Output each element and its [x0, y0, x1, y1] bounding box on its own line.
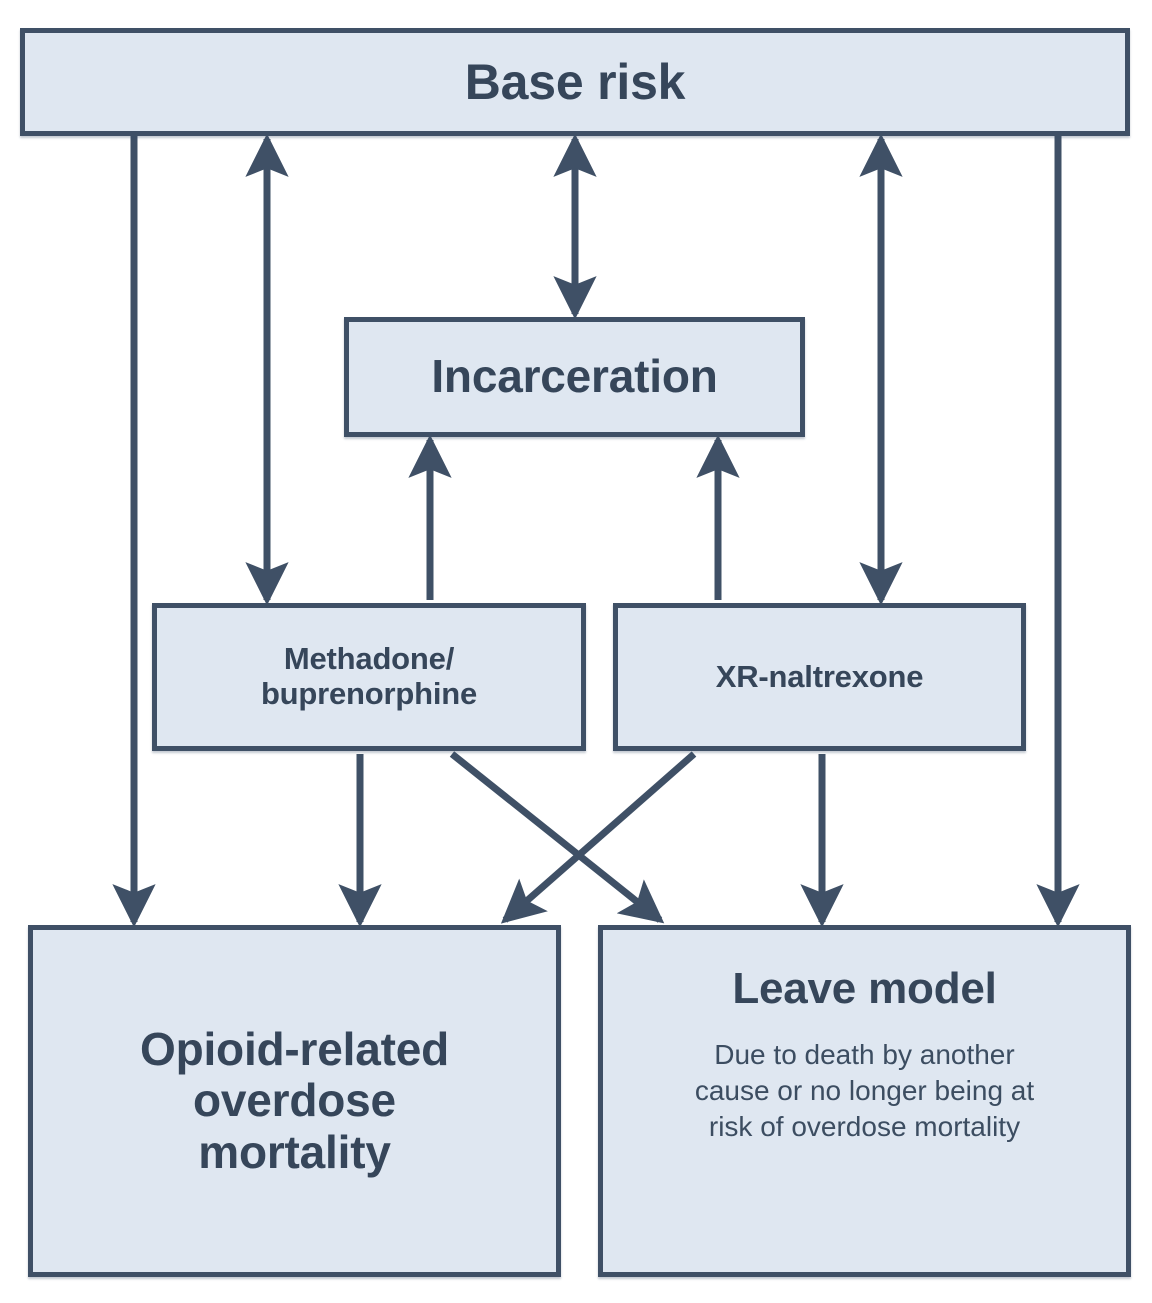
node-leave-sublabel-line2: cause or no longer being at	[694, 1075, 1035, 1107]
node-methadone-buprenorphine[interactable]: Methadone/ buprenorphine	[152, 603, 586, 751]
node-leave-label: Leave model	[732, 964, 997, 1013]
node-leave-sublabel: Due to death by another cause or no long…	[681, 1037, 1048, 1144]
node-overdose-label-line3: mortality	[198, 1125, 391, 1178]
node-base-risk[interactable]: Base risk	[20, 28, 1130, 136]
node-overdose-label-line2: overdose	[193, 1074, 396, 1127]
node-incarceration-label: Incarceration	[431, 350, 718, 403]
node-opioid-related-overdose-mortality[interactable]: Opioid-related overdose mortality	[28, 925, 561, 1277]
node-mat-label-line1: Methadone/	[283, 641, 455, 677]
node-incarceration[interactable]: Incarceration	[344, 317, 805, 437]
edge-mat-to-leave	[449, 751, 665, 924]
node-base-risk-label: Base risk	[464, 54, 686, 110]
node-overdose-label: Opioid-related overdose mortality	[124, 1022, 465, 1179]
node-leave-sublabel-line1: Due to death by another	[714, 1039, 1015, 1071]
node-mat-label-line2: buprenorphine	[260, 676, 478, 711]
edge-xrn-to-overdose	[500, 751, 697, 924]
node-mat-label: Methadone/ buprenorphine	[260, 641, 478, 711]
node-xr-naltrexone[interactable]: XR-naltrexone	[613, 603, 1026, 751]
node-overdose-label-line1: Opioid-related	[139, 1022, 449, 1075]
node-leave-sublabel-line3: risk of overdose mortality	[708, 1110, 1021, 1142]
node-leave-model[interactable]: Leave model Due to death by another caus…	[598, 925, 1131, 1277]
node-xrn-label: XR-naltrexone	[715, 658, 924, 694]
